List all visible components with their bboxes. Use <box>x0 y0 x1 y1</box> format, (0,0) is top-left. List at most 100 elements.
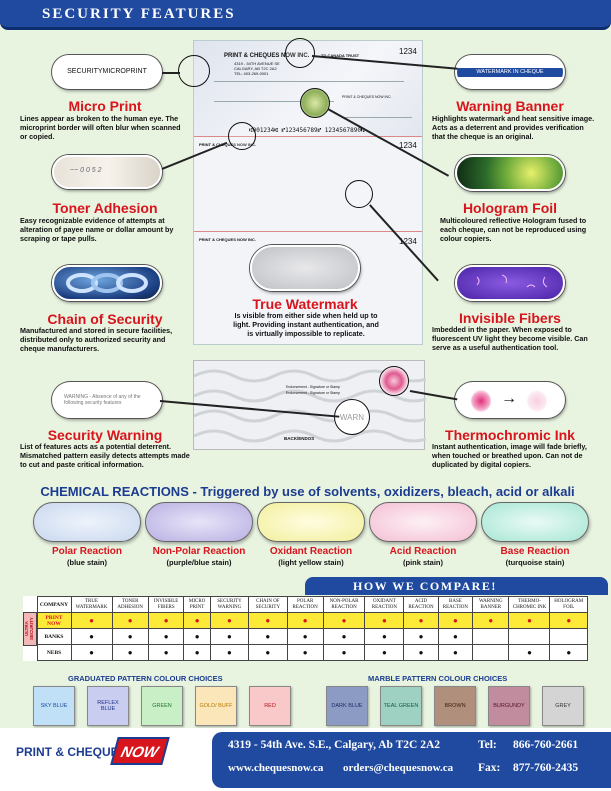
check-dot-icon: ● <box>163 615 169 625</box>
footer-web[interactable]: www.chequesnow.ca <box>228 762 324 774</box>
table-row: PRINT NOW ●●●●●●●●●●●●●● <box>23 612 588 629</box>
magnify-circle-fibers <box>345 180 373 208</box>
page-title: SECURITY FEATURES <box>42 6 236 22</box>
marble-swatch[interactable]: TEAL GREEN <box>380 686 422 726</box>
logo-now-badge: NOW <box>110 737 170 765</box>
company-cell: BANKS <box>36 628 72 645</box>
chemical-reactions-title: CHEMICAL REACTIONS - Triggered by use of… <box>40 484 575 499</box>
non-polar-reaction-sub: (purple/blue stain) <box>166 558 232 567</box>
check-dot-icon: ● <box>163 647 169 657</box>
magnify-circle-toner <box>228 122 256 150</box>
endorse-line-2: Endorsement - Signature or Stamp <box>286 391 341 395</box>
warning-banner-title: Warning Banner <box>456 98 564 114</box>
back-endos-label: BACK/ENDOS <box>284 436 315 441</box>
feature-mark-cell: ● <box>183 644 211 661</box>
feature-mark-cell: ● <box>437 612 474 629</box>
check-dot-icon: ● <box>566 615 572 625</box>
footer-tel-label: Tel: <box>478 739 497 751</box>
graduated-swatch[interactable]: SKY BLUE <box>33 686 75 726</box>
check-dot-icon: ● <box>127 615 133 625</box>
non-polar-reaction-pill <box>145 502 253 542</box>
cheque-micr: ⑆001234⑆ ⑈123456789⑈ 1234567890⑆ <box>249 127 365 134</box>
true-watermark-pill <box>250 245 360 291</box>
oxidant-reaction-name: Oxidant Reaction <box>269 546 353 557</box>
compare-table: COMPANY TRUE WATERMARK TONER ADHESION IN… <box>23 596 588 661</box>
compare-col-head: INVISIBLE FIBERS <box>147 596 185 613</box>
feature-mark-cell: ● <box>286 628 324 645</box>
base-reaction-pill <box>481 502 589 542</box>
table-row: BANKS ●●●●●●●●●●● <box>23 628 588 645</box>
warn-text: WARN <box>339 413 365 422</box>
footer-email[interactable]: orders@chequesnow.ca <box>343 762 454 774</box>
feature-mark-cell: ● <box>286 644 324 661</box>
fibers-icon <box>476 274 548 288</box>
chain-of-security-desc: Manufactured and stored in secure facili… <box>20 326 173 353</box>
check-dot-icon: ● <box>227 615 232 625</box>
compare-col-head: THERMO-CHROMIC INK <box>508 596 551 613</box>
check-dot-icon: ● <box>566 647 572 657</box>
header-bar: SECURITY FEATURES <box>0 0 611 30</box>
toner-adhesion-title: Toner Adhesion <box>52 200 158 216</box>
check-dot-icon: ● <box>381 647 387 657</box>
graduated-swatch[interactable]: RED <box>249 686 291 726</box>
check-dot-icon: ● <box>418 631 424 641</box>
stub2-label: PRINT & CHEQUES NOW INC. <box>199 237 256 242</box>
check-dot-icon: ● <box>527 647 532 657</box>
check-dot-icon: ● <box>452 631 458 641</box>
check-dot-icon: ● <box>89 615 94 625</box>
chain-icon <box>66 273 148 293</box>
feature-mark-cell: ● <box>403 628 439 645</box>
magnify-circle-banner <box>285 38 315 68</box>
compare-col-head: ACID REACTION <box>403 596 439 613</box>
feature-mark-cell: ● <box>403 644 439 661</box>
compare-col-head: COMPANY <box>36 596 72 613</box>
marble-swatch[interactable]: BROWN <box>434 686 476 726</box>
marble-swatch[interactable]: GREY <box>542 686 584 726</box>
feature-mark-cell: ● <box>549 612 588 629</box>
micro-print-title: Micro Print <box>68 98 142 114</box>
compare-title: HOW WE COMPARE! <box>353 579 497 593</box>
compare-col-head: NON-POLAR REACTION <box>322 596 366 613</box>
check-dot-icon: ● <box>452 615 458 625</box>
feature-mark-cell <box>508 628 551 645</box>
thermochromic-ink-pill: → <box>455 382 565 418</box>
arrow-right-icon: → <box>501 390 517 407</box>
footer-tel[interactable]: 866-760-2661 <box>513 739 579 751</box>
feature-mark-cell: ● <box>209 612 250 629</box>
feature-mark-cell: ● <box>364 628 405 645</box>
polar-reaction-sub: (blue stain) <box>66 558 107 567</box>
feature-mark-cell: ● <box>183 612 211 629</box>
micro-print-desc: Lines appear as broken to the human eye.… <box>20 114 181 141</box>
cheque-phone: TEL: 403-269-0001 <box>234 71 269 76</box>
toner-adhesion-pill: ~~ 0 0 5 2 <box>52 155 162 189</box>
graduated-swatch[interactable]: GOLD/ BUFF <box>195 686 237 726</box>
magnify-circle-microprint <box>178 55 210 87</box>
compare-col-head: WARNING BANNER <box>472 596 510 613</box>
check-dot-icon: ● <box>227 647 232 657</box>
graduated-swatch[interactable]: GREEN <box>141 686 183 726</box>
marble-swatch[interactable]: DARK BLUE <box>326 686 368 726</box>
logo-text: PRINT & CHEQUES <box>16 745 127 759</box>
marble-title: MARBLE PATTERN COLOUR CHOICES <box>368 674 508 683</box>
feature-mark-cell: ● <box>147 628 185 645</box>
warning-banner-pill: WATERMARK IN CHEQUE <box>455 55 565 89</box>
marble-swatch[interactable]: BURGUNDY <box>488 686 530 726</box>
compare-col-blank <box>23 597 37 613</box>
feature-mark-cell: ● <box>364 644 405 661</box>
fingerprint-circle <box>379 366 409 396</box>
check-dot-icon: ● <box>89 647 94 657</box>
feature-mark-cell <box>549 628 588 645</box>
security-warning-desc: List of features acts as a potential det… <box>20 442 190 469</box>
check-dot-icon: ● <box>265 615 271 625</box>
warning-banner-pill-text: WATERMARK IN CHEQUE <box>457 68 563 77</box>
oxidant-reaction-pill <box>257 502 365 542</box>
check-dot-icon: ● <box>127 647 133 657</box>
non-polar-reaction-name: Non-Polar Reaction <box>152 546 246 557</box>
graduated-swatch[interactable]: REFLEX BLUE <box>87 686 129 726</box>
check-dot-icon: ● <box>302 647 308 657</box>
contact-bar <box>212 732 611 788</box>
cheque-address1: 4319 - 54TH AVENUE SE <box>234 61 280 66</box>
chain-of-security-title: Chain of Security <box>47 311 163 327</box>
cheque-address2: CALGARY, AB T2C 2A2 <box>234 66 277 71</box>
feature-mark-cell: ● <box>147 612 185 629</box>
